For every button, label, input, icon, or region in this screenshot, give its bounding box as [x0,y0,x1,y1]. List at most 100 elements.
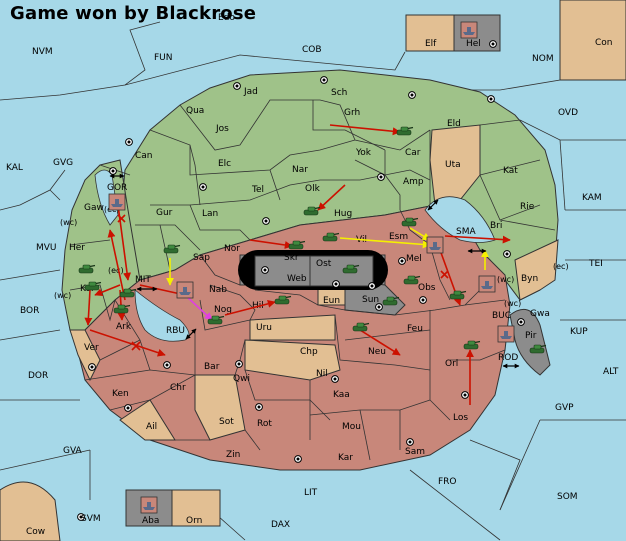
label-con: Con [595,38,613,48]
label-ail: Ail [146,422,157,432]
label-wc2: (wc) [54,291,71,300]
label-kar: Kar [338,453,353,463]
label-som: SOM [557,492,578,502]
label-ver: Ver [84,343,99,353]
label-wc3: (wc) [497,275,514,284]
label-skr: Skr [284,253,299,263]
label-rot: Rot [257,419,272,429]
label-amp: Amp [403,177,424,187]
fleet-unit [478,275,496,293]
province-labels: NVM FUN COB NOM Con Elf Hel OVD KAL GVG … [6,13,619,537]
label-ec3: (ec) [553,262,569,271]
label-hug: Hug [334,209,352,219]
label-bar: Bar [204,362,220,372]
label-sma: SMA [456,227,476,237]
label-gvg: GVG [53,158,73,168]
label-sun: Sun [362,295,379,305]
red-orders [84,124,511,405]
label-elf: Elf [425,39,437,49]
label-wc4: (wc) [504,299,521,308]
label-sch: Sch [331,88,347,98]
label-cow: Cow [26,527,45,537]
label-zin: Zin [226,450,240,460]
label-qwi: Qwi [233,374,250,384]
fleet-unit [176,281,194,299]
label-pir: Pir [525,331,537,341]
label-ovd: OVD [558,108,578,118]
label-nog: Nog [214,305,232,315]
magenta-orders [184,294,213,321]
label-eun: Eun [323,296,340,306]
label-dax: DAX [271,520,290,530]
label-nom: NOM [532,54,554,64]
label-nab: Nab [209,285,227,295]
label-orl: Orl [445,359,458,369]
label-byn: Byn [521,274,538,284]
label-gaw: Gaw [84,203,104,213]
label-dor: DOR [28,371,48,381]
label-car: Car [405,148,421,158]
fleet-unit [108,193,126,211]
label-elc: Elc [218,159,231,169]
label-buc: BUC [492,311,511,321]
label-sam: Sam [405,447,425,457]
label-kat: Kat [503,166,518,176]
label-ken: Ken [112,389,129,399]
label-mit: MIT [135,275,151,285]
label-tel: Tel [251,185,264,195]
label-wc1: (wc) [60,218,77,227]
label-grh: Grh [344,108,360,118]
label-esm: Esm [389,232,408,242]
label-svm: SVM [81,514,101,524]
connector-arrows [109,173,520,369]
label-sap: Sap [193,253,210,263]
label-mou: Mou [342,422,361,432]
label-sot: Sot [219,417,234,427]
fleet-unit [497,325,515,343]
label-yok: Yok [355,148,372,158]
label-ost: Ost [316,259,332,269]
label-qua: Qua [186,106,204,116]
game-status-title: Game won by Blackrose [10,3,257,24]
label-gor: GOR [107,183,127,193]
province-borders [69,99,556,461]
label-nar: Nar [292,165,308,175]
label-chr: Chr [170,383,186,393]
label-orn: Orn [186,516,202,526]
label-mel: Mel [406,254,422,264]
label-tei: TEI [588,259,603,269]
label-los: Los [453,413,468,423]
label-rbu: RBU [166,326,185,336]
label-gwa: Gwa [530,309,550,319]
label-can: Can [135,151,153,161]
label-fro: FRO [438,477,457,487]
label-nvm: NVM [32,47,53,57]
label-edo: Edo [218,13,235,23]
label-bri: Bri [490,221,502,231]
label-fun: FUN [154,53,173,63]
label-neu: Neu [368,347,386,357]
label-hel: Hel [466,39,481,49]
fleet-unit [460,21,478,39]
label-gva: GVA [63,446,83,456]
label-jos: Jos [215,124,229,134]
label-gur: Gur [156,208,173,218]
label-kup: KUP [570,327,588,337]
label-uru: Uru [256,323,272,333]
label-kaa: Kaa [333,390,350,400]
label-rie: Rie [520,202,535,212]
label-gvp: GVP [555,403,574,413]
lakes [94,169,496,342]
label-nor: Nor [224,244,240,254]
central-capsule [238,250,388,290]
label-her: Her [69,243,85,253]
label-cob: COB [302,45,322,55]
label-ark: Ark [116,322,132,332]
label-feu: Feu [407,324,423,334]
label-uta: Uta [445,160,461,170]
label-jad: Jad [243,87,258,97]
fleet-unit [140,496,158,514]
label-alt: ALT [603,367,619,377]
